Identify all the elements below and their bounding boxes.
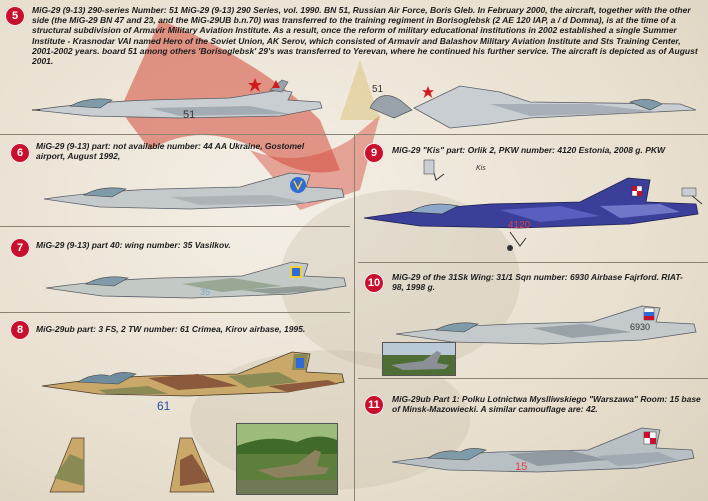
aircraft-profile-10 xyxy=(395,305,697,345)
aircraft-profile-6 xyxy=(43,172,345,210)
reference-photo-10 xyxy=(382,342,456,376)
red-star-icon xyxy=(248,78,262,92)
aircraft-marking-10: 6930 xyxy=(630,322,651,332)
aircraft-marking-9: 4120 xyxy=(508,220,531,231)
tail-text-9: Kis xyxy=(476,165,486,172)
aircraft-profile-5-top xyxy=(369,85,697,129)
reference-photo-8 xyxy=(236,423,338,495)
red-star-icon xyxy=(422,86,434,98)
aircraft-profile-9 xyxy=(363,159,703,251)
caption-section-8: MiG-29ub part: 3 FS, 2 TW number: 61 Cri… xyxy=(36,324,306,334)
aircraft-marking-5: 51 xyxy=(183,109,196,121)
separator xyxy=(358,378,708,379)
caption-section-6: MiG-29 (9-13) part: not available number… xyxy=(36,141,305,162)
aircraft-marking-7: 35 xyxy=(200,287,211,297)
separator xyxy=(354,134,355,501)
caption-section-7: MiG-29 (9-13) part 40: wing number: 35 V… xyxy=(36,240,231,250)
caption-section-11: MiG-29ub Part 1: Polku Lotnictwa Myslliw… xyxy=(392,394,701,415)
section-badge-6: 6 xyxy=(10,143,30,163)
section-badge-11: 11 xyxy=(364,395,384,415)
separator xyxy=(0,226,350,227)
separator xyxy=(0,312,350,313)
aircraft-marking-11: 15 xyxy=(515,461,528,473)
aircraft-profile-5-left xyxy=(32,79,323,119)
aircraft-marking-8: 61 xyxy=(157,399,171,413)
section-badge-10: 10 xyxy=(364,273,384,293)
caption-section-9: MiG-29 "Kis" part: Orlik 2, PKW number: … xyxy=(392,145,666,155)
section-badge-5: 5 xyxy=(5,6,25,26)
aircraft-fin-views-8 xyxy=(49,437,215,493)
aircraft-profile-11 xyxy=(391,427,695,473)
section-badge-8: 8 xyxy=(10,320,30,340)
caption-section-10: MiG-29 of the 31Sk Wing: 31/1 Sqn number… xyxy=(392,272,683,293)
aircraft-marking-5-tail: 51 xyxy=(372,84,384,95)
section-badge-9: 9 xyxy=(364,143,384,163)
separator xyxy=(358,262,708,263)
caption-section-5: MiG-29 (9-13) 290-series Number: 51 MiG-… xyxy=(32,5,698,67)
section-badge-7: 7 xyxy=(10,238,30,258)
aircraft-profile-8 xyxy=(41,351,345,397)
aircraft-profile-7 xyxy=(45,261,347,299)
